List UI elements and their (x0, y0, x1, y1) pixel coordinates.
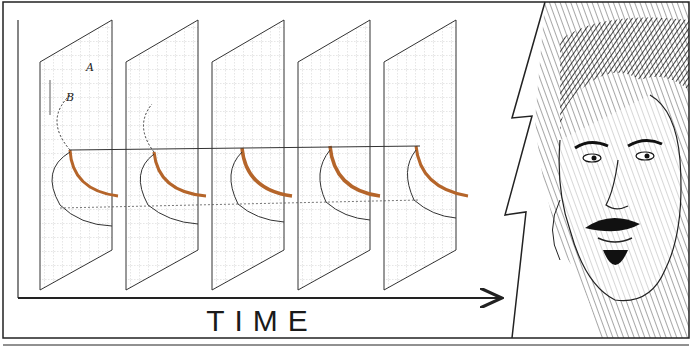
time-planes (40, 20, 468, 290)
time-arrow (18, 297, 500, 299)
panel-border (3, 2, 689, 338)
time-label: TIME (206, 306, 318, 336)
axis-line (17, 20, 18, 298)
axis-label: A (86, 62, 94, 73)
axis-label: B (66, 92, 74, 103)
panel-rule (3, 345, 689, 346)
jagged-divider (505, 2, 545, 338)
face-portrait (535, 2, 689, 338)
